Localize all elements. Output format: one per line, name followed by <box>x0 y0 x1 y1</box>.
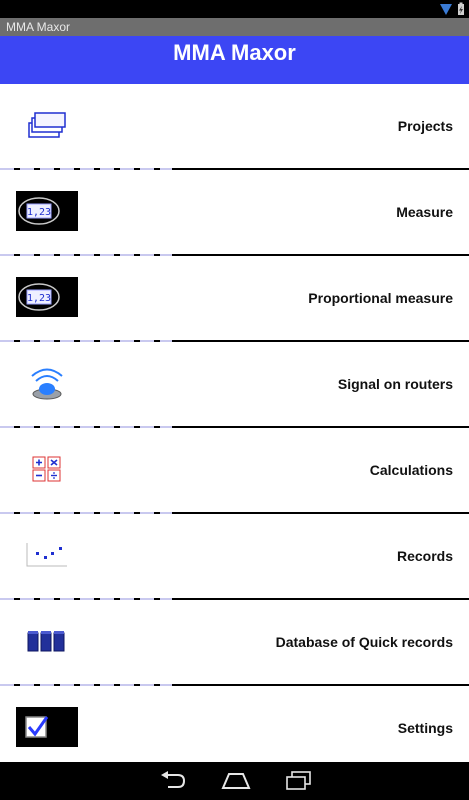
home-icon[interactable] <box>221 770 251 792</box>
page-title: MMA Maxor <box>0 36 469 84</box>
window-title: MMA Maxor <box>0 18 469 36</box>
menu-item-database-quick-records[interactable]: Database of Quick records <box>0 600 469 686</box>
meter-display-icon: 1,23 <box>16 277 78 317</box>
menu-item-label: Settings <box>397 720 453 736</box>
main-menu: Projects 1,23 Measure 1,23 Proportional … <box>0 84 469 770</box>
menu-item-measure[interactable]: 1,23 Measure <box>0 170 469 256</box>
menu-item-label: Projects <box>397 118 453 134</box>
meter-readout: 1,23 <box>27 207 51 218</box>
menu-item-calculations[interactable]: Calculations <box>0 428 469 514</box>
menu-item-label: Proportional measure <box>308 290 453 306</box>
battery-icon <box>458 2 464 15</box>
recent-apps-icon[interactable] <box>284 770 314 792</box>
menu-item-label: Measure <box>396 204 453 220</box>
wifi-signal-icon <box>31 368 63 400</box>
projects-icon <box>28 112 66 138</box>
menu-item-label: Database of Quick records <box>275 634 453 650</box>
signal-icon <box>440 4 452 15</box>
menu-item-projects[interactable]: Projects <box>0 84 469 170</box>
menu-item-proportional-measure[interactable]: 1,23 Proportional measure <box>0 256 469 342</box>
calculator-icon <box>32 456 61 482</box>
meter-display-icon: 1,23 <box>16 191 78 231</box>
back-icon[interactable] <box>158 770 188 792</box>
menu-item-label: Records <box>396 548 453 564</box>
navigation-bar <box>0 762 469 800</box>
database-icon <box>27 631 65 652</box>
menu-item-label: Signal on routers <box>337 376 453 392</box>
menu-item-records[interactable]: Records <box>0 514 469 600</box>
menu-item-settings[interactable]: Settings <box>0 686 469 770</box>
meter-readout: 1,23 <box>27 293 51 304</box>
records-chart-icon <box>26 543 67 567</box>
menu-item-signal-on-routers[interactable]: Signal on routers <box>0 342 469 428</box>
status-bar <box>0 0 469 18</box>
checkbox-settings-icon <box>16 707 78 747</box>
menu-item-label: Calculations <box>369 462 453 478</box>
